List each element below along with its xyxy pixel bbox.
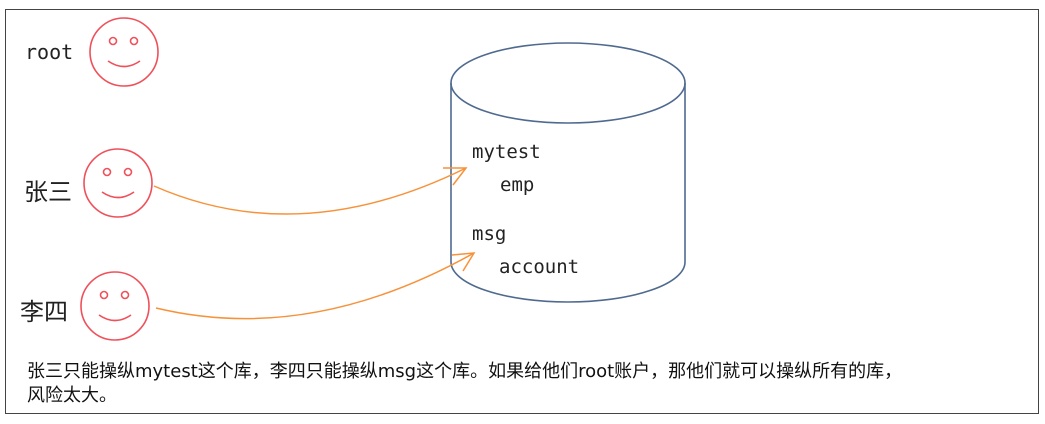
database-cylinder-icon (450, 42, 686, 303)
lisi-user-label: 李四 (20, 298, 68, 326)
emp-table-label: emp (500, 174, 535, 196)
zhangsan-smiley-icon (83, 148, 153, 218)
diagram-frame (5, 9, 1039, 414)
lisi-to-msg-arrow (155, 252, 476, 320)
root-user-label: root (25, 40, 74, 64)
mytest-database-label: mytest (472, 141, 541, 163)
zhangsan-to-mytest-arrow (153, 167, 468, 215)
root-smiley-icon (89, 17, 159, 87)
account-table-label: account (499, 256, 580, 278)
caption-line-2: 风险太大。 (27, 385, 117, 406)
lisi-smiley-icon (80, 271, 150, 341)
zhangsan-user-label: 张三 (24, 178, 72, 206)
caption-line-1: 张三只能操纵mytest这个库，李四只能操纵msg这个库。如果给他们root账户… (27, 361, 903, 382)
msg-database-label: msg (472, 223, 507, 245)
caption-text: 张三只能操纵mytest这个库，李四只能操纵msg这个库。如果给他们root账户… (27, 360, 1037, 408)
